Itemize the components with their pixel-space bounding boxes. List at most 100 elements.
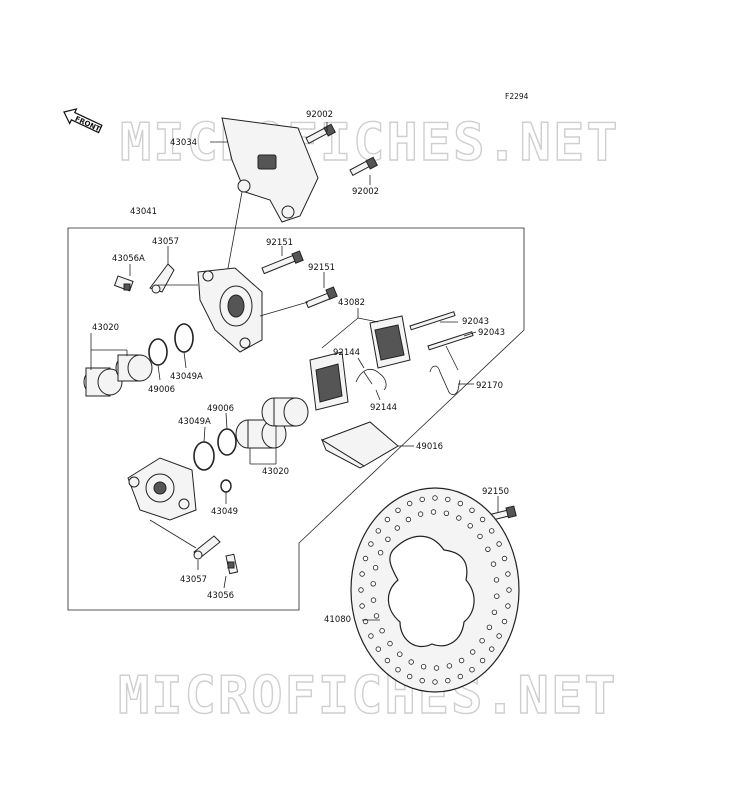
disc-hole (395, 667, 401, 673)
label-92170: 92170 (476, 381, 503, 391)
disc-hole (368, 633, 374, 639)
disc-hole (467, 523, 473, 529)
disc-hole (419, 496, 425, 503)
disc-hole (445, 496, 451, 503)
disc-hole (433, 665, 440, 671)
disc-hole (457, 673, 463, 680)
disc-hole (407, 500, 413, 507)
disc-hole (505, 603, 511, 609)
disc-hole (469, 667, 475, 673)
label-92150: 92150 (482, 487, 509, 497)
pad-pin-92043-lower (427, 331, 474, 351)
label-43082: 43082 (338, 298, 365, 308)
disc-hole (384, 516, 391, 523)
label-49006-upper: 49006 (148, 385, 175, 395)
disc-hole (368, 541, 374, 547)
label-92144-lower: 92144 (370, 403, 397, 413)
disc-hole (375, 646, 381, 652)
disc-hole (493, 577, 500, 583)
disc-hole (501, 618, 508, 625)
disc-hole (479, 657, 486, 664)
label-92151-upper: 92151 (266, 238, 293, 248)
label-43049A-lower: 43049A (178, 417, 211, 427)
label-43057-lower: 43057 (180, 575, 207, 585)
front-arrow-icon: FRONT (63, 108, 103, 133)
watermark-bottom: MICROFICHES.NET (118, 666, 618, 726)
disc-hole (420, 664, 427, 670)
disc-hole (494, 593, 500, 599)
caliper-bracket (221, 117, 319, 223)
brake-pad-rear (309, 351, 349, 411)
label-92002-lower: 92002 (352, 187, 379, 197)
bracket-43057-lower (193, 535, 221, 560)
disc-hole (417, 511, 424, 517)
disc-hole (430, 509, 437, 515)
brake-disc (350, 487, 520, 693)
disc-hole (458, 657, 465, 664)
disc-hole (479, 638, 485, 644)
disc-hole (432, 495, 438, 501)
bracket-43057-upper (149, 263, 175, 294)
pad-spring-92144 (355, 368, 387, 391)
disc-hole (395, 507, 401, 513)
piston-43020-lower (235, 397, 309, 449)
disc-hole (470, 649, 476, 655)
label-43020-upper: 43020 (92, 323, 119, 333)
brake-pad-front (369, 315, 411, 369)
seal-43049A-upper (174, 323, 194, 353)
disc-hole (457, 500, 463, 507)
disc-hole (359, 603, 365, 609)
disc-hole (379, 628, 385, 634)
label-92002-upper: 92002 (306, 110, 333, 120)
pin-92151-upper (261, 250, 304, 275)
bleeder-valve-43056 (225, 553, 239, 575)
label-92043-lower: 92043 (478, 328, 505, 338)
label-49016: 49016 (416, 442, 443, 452)
bolt-92002-lower (349, 156, 378, 176)
bleeder-valve-43056A (113, 275, 134, 292)
disc-hole (479, 516, 486, 523)
label-49006-lower: 49006 (207, 404, 234, 414)
label-43049: 43049 (211, 507, 238, 517)
disc-hole (407, 673, 413, 680)
disc-hole (362, 555, 369, 562)
disc-hole (405, 516, 412, 523)
disc-hole (491, 609, 498, 615)
disc-hole (489, 528, 495, 534)
disc-hole (358, 587, 364, 593)
pin-92151-lower (305, 286, 338, 309)
seal-43049A-lower (193, 441, 215, 471)
disc-hole (372, 565, 379, 571)
disc-hole (359, 571, 365, 577)
label-92144-upper: 92144 (333, 348, 360, 358)
disc-hole (489, 646, 495, 652)
label-43041: 43041 (130, 207, 157, 217)
disc-hole (456, 515, 462, 521)
disc-hole (490, 561, 497, 567)
label-43056A: 43056A (112, 254, 145, 264)
disc-hole (397, 651, 403, 657)
disc-hole (373, 613, 380, 619)
seal-49006-lower (217, 428, 237, 456)
disc-hole (501, 555, 508, 562)
piston-43020-upper (83, 354, 153, 397)
label-43020-lower: 43020 (262, 467, 289, 477)
bolt-92002-upper (305, 123, 336, 144)
label-43056: 43056 (207, 591, 234, 601)
disc-hole (385, 536, 391, 542)
label-43057-upper: 43057 (152, 237, 179, 247)
caliper-lower-half (127, 457, 197, 521)
disc-hole (496, 541, 502, 547)
o-ring-43049 (220, 479, 232, 493)
caliper-upper-half (197, 267, 263, 353)
disc-hole (496, 633, 502, 639)
assembly-outline (67, 227, 525, 611)
label-43034: 43034 (170, 138, 197, 148)
disc-hole (477, 533, 483, 540)
disc-hole (394, 525, 400, 531)
pad-pin-92043-upper (409, 311, 456, 331)
disc-hole (375, 528, 381, 534)
label-43049A-upper: 43049A (170, 372, 203, 382)
disc-hole (432, 679, 438, 685)
